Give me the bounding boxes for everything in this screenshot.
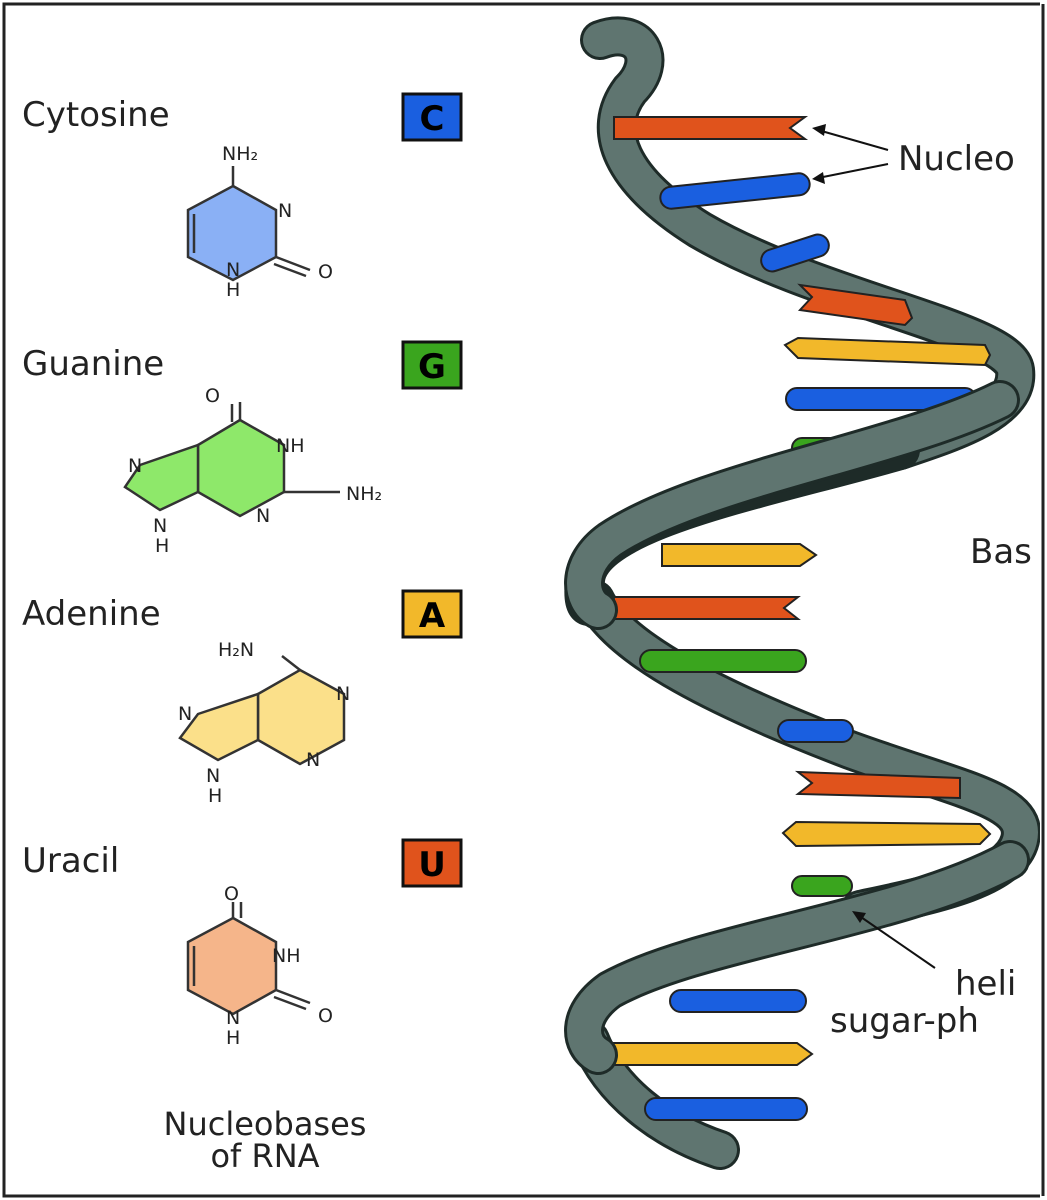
uracil-structure: O NH O N H: [186, 883, 333, 1049]
rna-helix: [564, 16, 1041, 1170]
cytosine-badge: [401, 92, 463, 142]
cytosine-atom-h: H: [226, 279, 240, 301]
adenine-atom-h2n: H₂N: [218, 639, 254, 661]
adenine-structure: H₂N N N N N H: [178, 639, 350, 807]
guanine-badge-letter: G: [418, 347, 446, 387]
adenine-atom-n1: N: [336, 683, 350, 705]
guanine-atom-h: H: [155, 535, 169, 557]
uracil-label: Uracil: [22, 841, 119, 881]
base-uracil: [794, 770, 961, 800]
backbone-pointer: [857, 914, 936, 969]
nucleotides-label: Nucleo: [898, 139, 1015, 179]
cytosine-atom-o: O: [318, 261, 333, 283]
base-guanine: [639, 649, 807, 673]
base-cytosine: [760, 233, 830, 273]
base-cytosine: [659, 172, 811, 210]
nucleotide-pointer-1: [817, 129, 889, 151]
guanine-atom-n1: N: [128, 455, 142, 477]
uracil-atom-n: N: [226, 1007, 240, 1029]
uracil-atom-o1: O: [224, 883, 239, 905]
cytosine-label: Cytosine: [22, 95, 170, 135]
cytosine-atom-n-ring: N: [226, 259, 240, 281]
uracil-badge: [401, 838, 463, 888]
uracil-section: Uracil U O NH O N H: [22, 838, 463, 1049]
arrowhead: [812, 172, 825, 184]
adenine-badge: [401, 589, 463, 639]
arrowhead: [812, 124, 826, 136]
caption-line-2: of RNA: [210, 1137, 319, 1175]
helix-label-line-1: heli: [955, 964, 1016, 1004]
uracil-atom-nh: NH: [272, 945, 301, 967]
base-adenine: [783, 336, 992, 367]
nucleotide-pointer-2: [817, 163, 889, 179]
base-uracil: [605, 596, 801, 620]
uracil-atom-h: H: [226, 1027, 240, 1049]
adenine-atom-n2: N: [178, 703, 192, 725]
cytosine-badge-letter: C: [420, 99, 445, 139]
uracil-badge-letter: U: [418, 845, 446, 885]
guanine-structure: O NH NH₂ N N N H: [123, 385, 382, 557]
guanine-atom-o: O: [205, 385, 220, 407]
guanine-atom-n2: N: [256, 505, 270, 527]
adenine-label: Adenine: [22, 594, 161, 634]
cytosine-section: Cytosine C NH₂ N N H O: [22, 92, 463, 301]
base-uracil: [613, 116, 809, 140]
ribbon-front-1: [567, 383, 1017, 627]
guanine-badge: [401, 340, 463, 390]
adenine-badge-letter: A: [419, 596, 446, 636]
cytosine-atom-n: N: [278, 200, 292, 222]
adenine-atom-h: H: [208, 785, 222, 807]
cytosine-structure: NH₂ N N H O: [186, 143, 333, 301]
cytosine-atom-nh2: NH₂: [222, 143, 258, 165]
base-adenine: [605, 1042, 814, 1066]
adenine-atom-n3: N: [306, 749, 320, 771]
base-cytosine: [777, 719, 854, 743]
guanine-atom-n3: N: [153, 515, 167, 537]
guanine-atom-nh: NH: [276, 435, 305, 457]
adenine-atom-n4: N: [206, 765, 220, 787]
base-adenine: [661, 543, 818, 567]
guanine-section: Guanine G O NH NH₂ N N N H: [22, 340, 463, 557]
base-adenine: [781, 820, 992, 848]
base-label: Bas: [970, 532, 1032, 572]
guanine-label: Guanine: [22, 344, 164, 384]
base-cytosine: [669, 989, 807, 1013]
guanine-atom-nh2: NH₂: [346, 483, 382, 505]
uracil-atom-o2: O: [318, 1005, 333, 1027]
arrowhead: [852, 911, 866, 923]
base-cytosine: [644, 1097, 808, 1121]
adenine-section: Adenine A H₂N N N N N H: [22, 589, 463, 807]
base-uracil: [797, 283, 914, 327]
ribbon-front-2: [567, 843, 1027, 1072]
caption-line-1: Nucleobases: [164, 1105, 367, 1143]
base-guanine: [791, 875, 853, 897]
helix-bases: [605, 116, 992, 1121]
helix-annotations: Nucleo Bas heli sugar-ph: [812, 124, 1032, 1041]
helix-label-line-2: sugar-ph: [830, 1001, 979, 1041]
